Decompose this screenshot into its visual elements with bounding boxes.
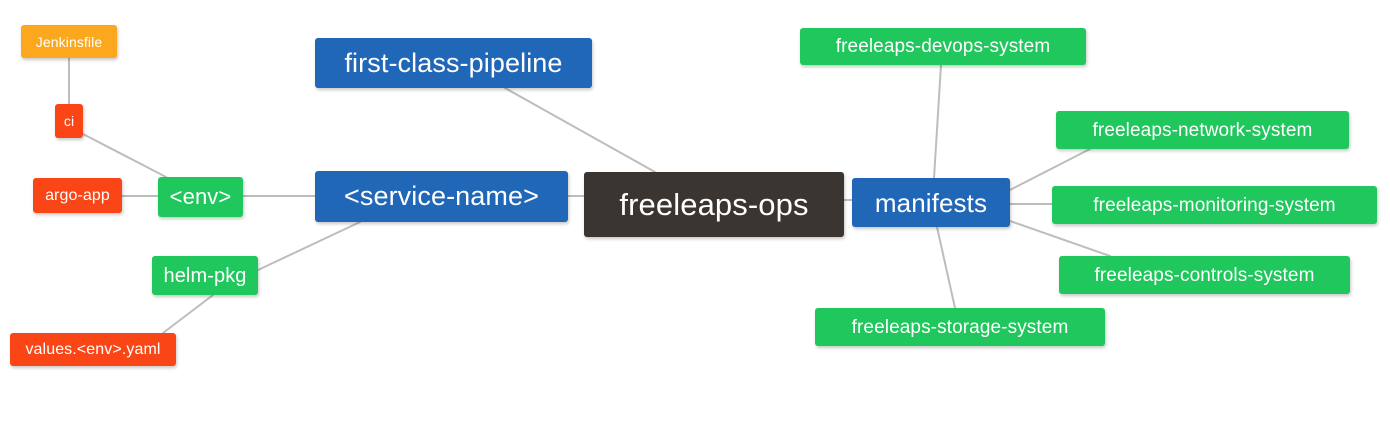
node-first-class-pipeline[interactable]: first-class-pipeline — [315, 38, 592, 88]
node-label: manifests — [874, 187, 988, 218]
node-label: helm-pkg — [163, 264, 247, 287]
edge-helmpkg-servicename — [257, 221, 361, 271]
edge-firstclasspipeline-ops — [504, 87, 656, 173]
node-label: freeleaps-storage-system — [851, 316, 1069, 338]
node-env[interactable]: <env> — [158, 177, 243, 217]
edge-manifests-network — [1009, 148, 1091, 191]
node-label: freeleaps-network-system — [1092, 119, 1313, 141]
node-label: Jenkinsfile — [35, 33, 103, 50]
node-label: values.<env>.yaml — [25, 340, 161, 358]
node-label: freeleaps-monitoring-system — [1093, 194, 1336, 216]
node-label: freeleaps-ops — [619, 187, 809, 222]
node-argo-app[interactable]: argo-app — [33, 178, 122, 213]
node-label: freeleaps-devops-system — [835, 36, 1051, 57]
node-freeleaps-storage-system[interactable]: freeleaps-storage-system — [815, 308, 1105, 346]
node-values-yaml[interactable]: values.<env>.yaml — [10, 333, 176, 366]
node-manifests[interactable]: manifests — [852, 178, 1010, 227]
node-freeleaps-devops-system[interactable]: freeleaps-devops-system — [800, 28, 1086, 65]
node-label: freeleaps-controls-system — [1094, 264, 1315, 286]
node-jenkinsfile[interactable]: Jenkinsfile — [21, 25, 117, 58]
edge-manifests-controls — [1009, 220, 1111, 257]
node-ci[interactable]: ci — [55, 104, 83, 138]
node-label: <service-name> — [344, 181, 539, 211]
edge-valuesyaml-helmpkg — [162, 294, 214, 334]
edge-ci-env — [82, 133, 167, 178]
node-freeleaps-network-system[interactable]: freeleaps-network-system — [1056, 111, 1349, 149]
edge-manifests-devops — [933, 64, 942, 179]
node-freeleaps-ops[interactable]: freeleaps-ops — [584, 172, 844, 237]
node-label: argo-app — [45, 186, 110, 204]
node-freeleaps-monitoring-system[interactable]: freeleaps-monitoring-system — [1052, 186, 1377, 224]
node-freeleaps-controls-system[interactable]: freeleaps-controls-system — [1059, 256, 1350, 294]
node-label: <env> — [169, 184, 232, 209]
node-helm-pkg[interactable]: helm-pkg — [152, 256, 258, 295]
node-service-name[interactable]: <service-name> — [315, 171, 568, 222]
node-label: ci — [63, 113, 75, 129]
node-label: first-class-pipeline — [344, 47, 563, 78]
edge-manifests-storage — [936, 226, 956, 309]
